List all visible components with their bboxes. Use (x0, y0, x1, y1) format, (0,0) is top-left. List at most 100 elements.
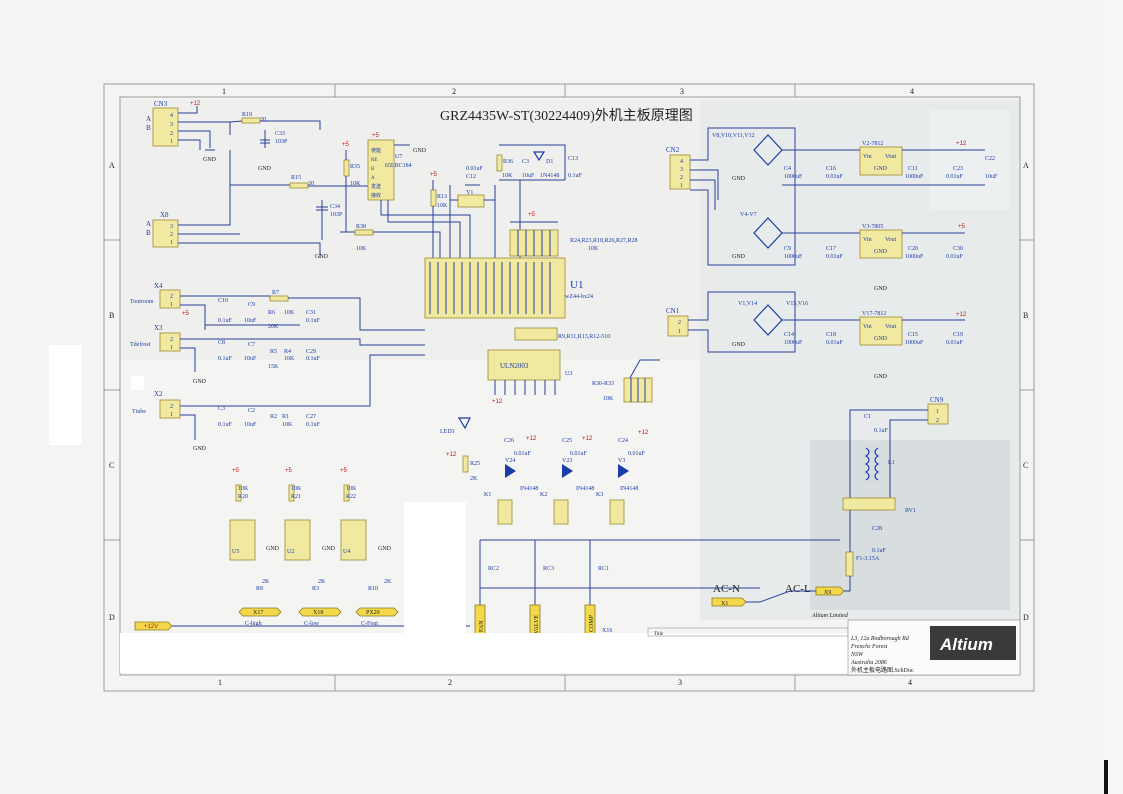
svg-text:C-Fout: C-Fout (361, 621, 378, 627)
svg-text:10K: 10K (346, 486, 357, 492)
svg-text:U4: U4 (343, 549, 350, 555)
c19-ref: C19 (953, 332, 963, 338)
title-block-title: Title (654, 632, 664, 637)
u7-pin: RE (371, 158, 377, 163)
valve-text: VALVE (534, 615, 540, 634)
svg-text:U5: U5 (232, 549, 239, 555)
col-2-bottom: 2 (448, 678, 452, 687)
cn3-connector (152, 107, 179, 147)
schematic-title: GRZ4435W-ST(30224409)外机主板原理图 (440, 108, 693, 124)
c14-value: 1000uF (784, 340, 803, 346)
svg-text:V15,V16: V15,V16 (786, 301, 808, 307)
x8-connector (152, 219, 179, 248)
r38-ref: R38 (356, 224, 366, 230)
svg-text:+12: +12 (582, 436, 593, 442)
r38-value: 10K (356, 246, 367, 252)
row-c-left: C (109, 461, 114, 470)
c23-ref: C23 (953, 166, 963, 172)
u7-ref: U7 (395, 154, 402, 160)
gnd-label: GND (315, 254, 329, 260)
cn3-pin: 1 (170, 139, 173, 145)
x1-text: X1 (721, 601, 728, 607)
x4-label: Toutroom (130, 299, 154, 305)
x4-pin: 1 (170, 302, 173, 308)
cn1-ref: CN1 (666, 307, 680, 315)
c15-value: 1000uF (905, 340, 924, 346)
svg-text:+12: +12 (638, 430, 649, 436)
bridge-3: V1,V14 V15,V16 GND (732, 301, 808, 348)
c15-ref: C15 (908, 332, 918, 338)
u3-driver (487, 349, 561, 381)
address-line: NSW (850, 652, 864, 658)
row-b-right: B (1023, 311, 1028, 320)
u1-value: wZ44-bx24 (565, 294, 593, 300)
r6-value: 20K (268, 324, 279, 330)
x3-pin: 1 (170, 345, 173, 351)
gnd-label: GND (266, 546, 280, 552)
svg-text:2K: 2K (318, 579, 326, 585)
altium-logo-text: Altium (939, 635, 993, 654)
led1-symbol (457, 417, 471, 430)
x8-pin: 1 (170, 240, 173, 246)
comp-text: COMP (589, 614, 595, 632)
col-2-top: 2 (452, 87, 456, 96)
gnd-label: GND (193, 446, 207, 452)
col-3-bottom: 3 (678, 678, 682, 687)
gnd-label: GND (874, 286, 888, 292)
svg-text:C-high: C-high (245, 621, 262, 627)
cn3-side: A (146, 115, 151, 123)
c29-ref: C29 (306, 349, 316, 355)
r15-value: 20 (308, 181, 314, 187)
p12-label: +12 (446, 452, 457, 458)
y1-ref: Y1 (466, 190, 473, 196)
c3b-ref: C3 (218, 406, 225, 412)
c4-value: 1000uF (784, 174, 803, 180)
c30-value: 0.01uF (946, 254, 964, 260)
p12-label: +12 (956, 141, 967, 147)
svg-text:PX20: PX20 (366, 610, 380, 616)
svg-text:0.01uF: 0.01uF (514, 451, 532, 457)
row-a-right: A (1023, 161, 1029, 170)
x2-ref: X2 (154, 390, 163, 398)
c34-ref: C34 (330, 204, 340, 210)
svg-text:GND: GND (732, 176, 746, 182)
cn2-pin: 2 (680, 175, 683, 181)
x3-pin: 2 (170, 337, 173, 343)
rpack-ref: R24,R23,R18,R26,R27,R28 (570, 238, 638, 244)
gnd: GND (874, 336, 888, 342)
x8-pin: 3 (170, 224, 173, 230)
c7-value: 10uF (244, 356, 257, 362)
vout: Vout (885, 324, 897, 330)
r7-ref: R7 (272, 290, 279, 296)
cn2-pin: 1 (680, 183, 683, 189)
c11-ref: C11 (908, 166, 918, 172)
c20-value: 1000uF (905, 254, 924, 260)
cn1-connector (667, 315, 689, 337)
svg-text:2K: 2K (262, 579, 270, 585)
relay-k3: C24 0.01uF +12 V3 IN4148 K3 (596, 430, 649, 525)
r5-value: 15K (268, 364, 279, 370)
opto-u4: +5 10K R22 U4 2K R10 PX20 C-Fout (340, 468, 399, 627)
ac-l-label: AC-L (785, 583, 811, 595)
rc-snubbers: RC2 RC3 RC1 (488, 566, 609, 572)
opto-u5: +5 10K R20 U5 2K R8 X17 C-high (229, 468, 282, 627)
x9-text: X9 (824, 590, 831, 596)
cn2-pin: 4 (680, 159, 683, 165)
x2-pin: 2 (170, 404, 173, 410)
svg-text:IN4148: IN4148 (576, 486, 594, 492)
svg-text:0.01uF: 0.01uF (570, 451, 588, 457)
svg-text:X18: X18 (313, 610, 323, 616)
svg-text:X17: X17 (253, 610, 263, 616)
c8-ref: C8 (218, 340, 225, 346)
u7-chip (367, 139, 395, 201)
d1-value: 1N4148 (540, 173, 559, 179)
c9b-ref: C9 (784, 246, 791, 252)
u-b-ref: V3-7805 (862, 224, 883, 230)
x1-net-label (711, 597, 747, 607)
col-4-bottom: 4 (908, 678, 912, 687)
x3-connector (159, 332, 181, 352)
r35-ref: R35 (350, 164, 360, 170)
vin: Vin (863, 324, 872, 330)
r36-ref: R36 (503, 159, 513, 165)
p5-label: +5 (342, 142, 350, 148)
